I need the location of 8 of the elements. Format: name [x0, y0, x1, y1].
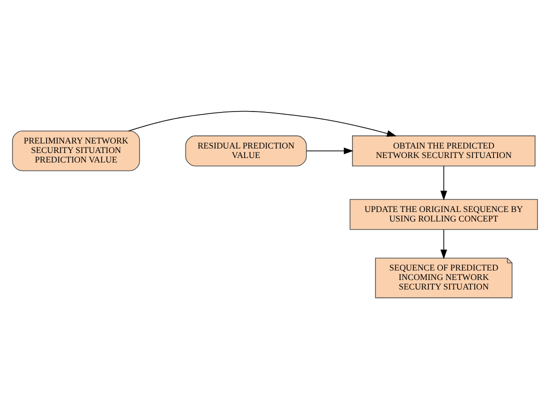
node-box: UPDATE THE ORIGINAL SEQUENCE BY USING ROLLING CONCEPT: [350, 198, 538, 230]
node-box: RESIDUAL PREDICTION VALUE: [185, 134, 307, 166]
arrow: [128, 110, 396, 136]
arrow: [440, 228, 448, 259]
arrow: [306, 147, 354, 154]
node-box: PRELIMINARY NETWORK SECURITY SITUATION PREDICTION VALUE: [12, 130, 140, 171]
arrow: [440, 165, 448, 200]
node-box: OBTAIN THE PREDICTED NETWORK SECURITY SITUATION: [352, 134, 536, 166]
